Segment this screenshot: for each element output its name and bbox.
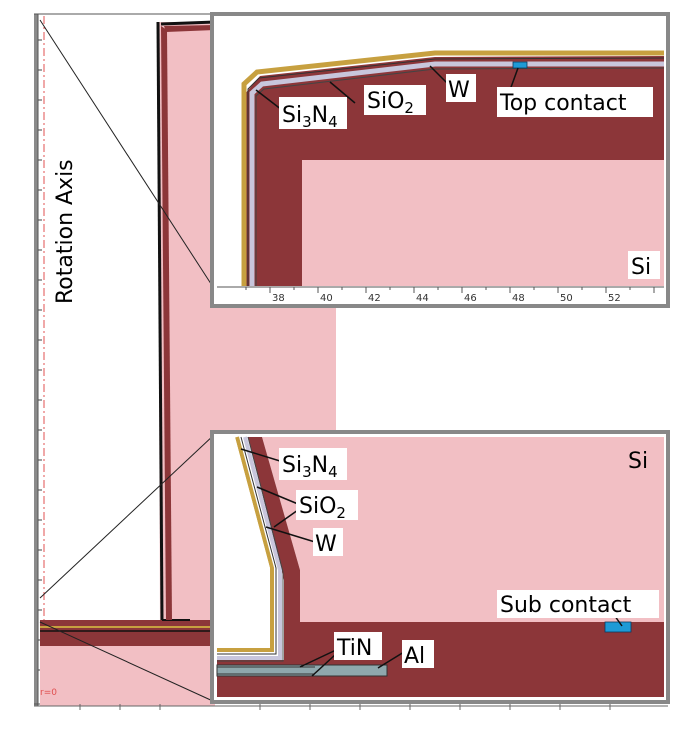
leader-top-sio2 <box>329 81 356 104</box>
label-top-sio2: SiO2 <box>367 89 414 117</box>
inset-top-axis-bar <box>217 286 664 304</box>
leader-top-contact <box>509 67 519 91</box>
leader-bottom-si3n4 <box>240 448 281 462</box>
label-bg-bottom-sub-contact <box>497 590 659 618</box>
inset-bottom-al-bar <box>216 664 388 677</box>
r-zero-label: r=0 <box>40 688 57 698</box>
label-top-contact: Top contact <box>499 91 627 116</box>
label-bg-top-si3n4 <box>279 97 347 129</box>
label-bg-top-sio2 <box>364 85 426 115</box>
label-bottom-w: W <box>315 532 337 557</box>
axis-tick-40: 40 <box>320 293 333 304</box>
inset-top-axis-ticks <box>245 287 655 293</box>
inset-top-si <box>302 160 664 286</box>
main-si-body <box>40 22 336 706</box>
inset-bottom-w-layer <box>217 436 274 652</box>
zoom-guide-bottom-1 <box>39 433 216 599</box>
main-pillar-top-edge <box>160 20 216 26</box>
main-bottom-oxide <box>40 620 215 646</box>
inset-bottom-sin-edge <box>217 436 284 662</box>
inset-top-w-layer <box>241 50 664 286</box>
label-top-si3n4: Si3N4 <box>282 103 338 131</box>
inset-bottom-void <box>217 437 270 648</box>
main-pillar-top-oxide <box>164 25 215 32</box>
label-top-w: W <box>448 78 470 103</box>
inset-top-sin-layer <box>249 61 664 286</box>
inset-bottom-si <box>262 437 664 622</box>
inset-bottom-oxide <box>217 437 664 697</box>
label-bg-bottom-al <box>402 640 434 668</box>
zoom-guide-bottom-2 <box>39 621 216 703</box>
leader-bottom-sio2-1 <box>256 486 299 505</box>
label-bottom-al: Al <box>404 644 425 669</box>
axis-tick-52: 52 <box>608 293 621 304</box>
inset-top: 38 40 42 44 46 48 50 52 Si3N4 SiO2 W Top… <box>210 12 670 308</box>
bottom-ruler <box>34 704 668 710</box>
leader-bottom-w <box>265 526 316 543</box>
label-bg-top-contact <box>497 87 653 117</box>
axis-tick-44: 44 <box>416 293 429 304</box>
label-top-si: Si <box>631 255 651 280</box>
leader-bottom-tin-2 <box>311 653 337 677</box>
zoom-guide-top-1 <box>39 19 216 291</box>
axis-tick-50: 50 <box>560 293 573 304</box>
label-bottom-si3n4: Si3N4 <box>282 453 338 481</box>
label-bottom-sio2: SiO2 <box>299 494 346 522</box>
main-pillar-side-oxide <box>161 26 172 620</box>
axis-tick-48: 48 <box>512 293 525 304</box>
label-bg-top-si <box>628 251 660 279</box>
leader-bottom-sio2-2 <box>273 509 299 528</box>
leader-bottom-tin-1 <box>299 649 337 668</box>
inset-top-w-edge <box>247 57 665 286</box>
sub-contact-marker <box>604 621 632 633</box>
label-bottom-sub-contact: Sub contact <box>500 593 632 618</box>
rotation-axis-label: Rotation Axis <box>53 159 78 304</box>
axis-tick-38: 38 <box>272 293 285 304</box>
label-bg-bottom-tin <box>334 632 382 660</box>
inset-bottom-w-edge <box>217 436 277 655</box>
top-contact-marker <box>512 61 528 69</box>
axis-tick-42: 42 <box>368 293 381 304</box>
inset-bottom: Si3N4 SiO2 W TiN Al Sub contact Si <box>210 430 670 704</box>
label-bg-bottom-si3n4 <box>279 448 347 480</box>
label-bottom-si: Si <box>628 449 648 474</box>
leader-top-w <box>429 65 449 85</box>
leader-top-si3n4 <box>255 89 283 111</box>
axis-tick-46: 46 <box>464 293 477 304</box>
main-left-ruler <box>34 14 38 706</box>
label-bg-top-w <box>446 74 476 102</box>
main-left-ruler-ticks <box>38 39 42 671</box>
label-bg-bottom-sio2 <box>296 490 358 520</box>
inset-bottom-sin-layer <box>217 436 282 660</box>
label-bottom-tin: TiN <box>336 636 372 661</box>
leader-bottom-al <box>377 651 405 669</box>
main-pillar-edge <box>156 21 164 621</box>
label-bg-bottom-w <box>313 528 343 556</box>
inset-top-sin-edge <box>255 67 665 286</box>
main-view: Rotation Axis r=0 <box>34 13 336 706</box>
